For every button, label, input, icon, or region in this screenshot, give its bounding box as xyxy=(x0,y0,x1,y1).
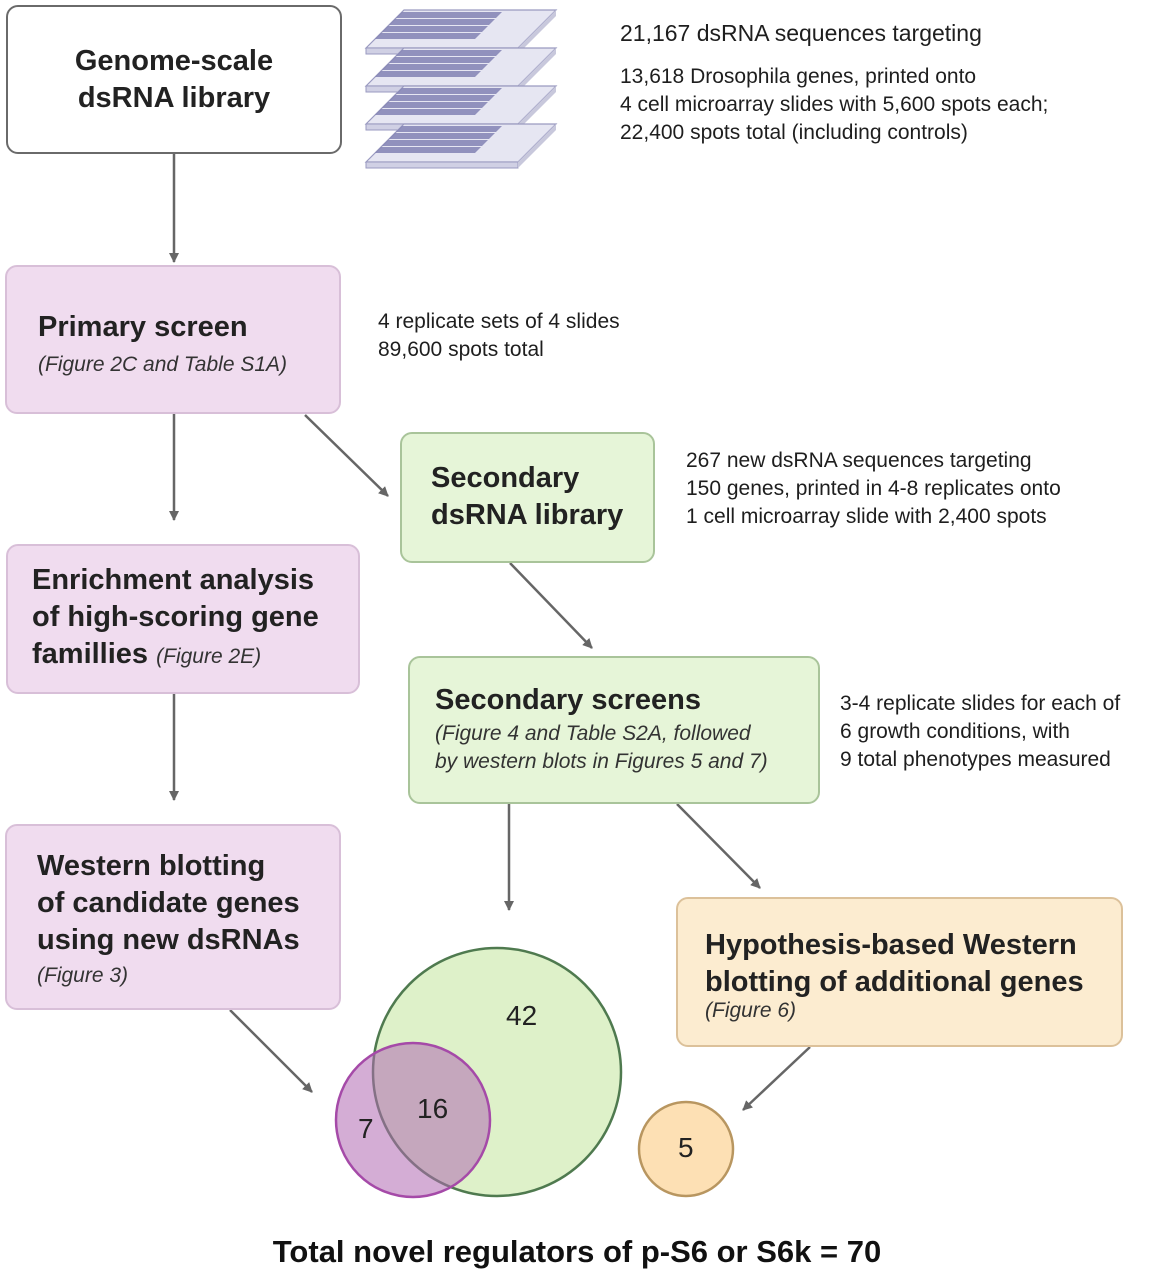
secondary-screens-box: Secondary screens (Figure 4 and Table S2… xyxy=(408,656,820,804)
total-regulators-summary: Total novel regulators of p-S6 or S6k = … xyxy=(272,1234,882,1269)
hypothesis-box: Hypothesis-based Western blotting of add… xyxy=(676,897,1123,1047)
secondary-library-note-line3: 1 cell microarray slide with 2,400 spots xyxy=(686,505,1047,528)
primary-screen-title: Primary screen xyxy=(38,311,248,343)
library-title-line1: Genome-scale xyxy=(74,45,274,77)
library-note-line4: 22,400 spots total (including controls) xyxy=(620,121,968,144)
library-note-line3: 4 cell microarray slides with 5,600 spot… xyxy=(620,93,1049,116)
secondary-screens-ref-line2: by western blots in Figures 5 and 7) xyxy=(435,750,768,773)
venn-overlap-count: 16 xyxy=(417,1093,449,1124)
arrow-screens-to-hypothesis xyxy=(676,803,761,889)
library-note-block: 13,618 Drosophila genes, printed onto 4 … xyxy=(620,63,1048,147)
secondary-library-note-line2: 150 genes, printed in 4-8 replicates ont… xyxy=(686,477,1061,500)
primary-screen-box: Primary screen (Figure 2C and Table S1A) xyxy=(5,265,341,414)
enrichment-box: Enrichment analysis of high-scoring gene… xyxy=(6,544,360,694)
western-title-line2: of candidate genes xyxy=(37,887,300,919)
arrow-western-to-venn xyxy=(229,1009,313,1093)
primary-screen-ref: (Figure 2C and Table S1A) xyxy=(38,353,288,376)
secondary-screens-title: Secondary screens xyxy=(435,684,701,716)
hypothesis-title-line1: Hypothesis-based Western xyxy=(705,929,1077,961)
western-box: Western blotting of candidate genes usin… xyxy=(5,824,341,1010)
hypothesis-ref: (Figure 6) xyxy=(705,999,797,1022)
hypothesis-title-line2: blotting of additional genes xyxy=(705,966,1084,998)
secondary-screens-note-block: 3-4 replicate slides for each of 6 growt… xyxy=(840,690,1120,774)
secondary-library-title-line2: dsRNA library xyxy=(431,499,624,531)
arrow-primary-to-secondary-library xyxy=(304,414,389,497)
primary-note-line2: 89,600 spots total xyxy=(378,338,544,361)
secondary-screens-note-line3: 9 total phenotypes measured xyxy=(840,748,1111,771)
primary-note-line1: 4 replicate sets of 4 slides xyxy=(378,310,620,333)
library-note-line2: 13,618 Drosophila genes, printed onto xyxy=(620,65,977,88)
secondary-library-note-line1: 267 new dsRNA sequences targeting xyxy=(686,449,1032,472)
venn-secondary-only-count: 42 xyxy=(506,1000,538,1031)
secondary-library-box: Secondary dsRNA library xyxy=(400,432,655,563)
library-note-line1: 21,167 dsRNA sequences targeting xyxy=(620,20,982,46)
secondary-screens-ref-line1: (Figure 4 and Table S2A, followed xyxy=(435,722,751,745)
enrichment-title-line1: Enrichment analysis xyxy=(32,564,315,596)
enrichment-ref: (Figure 2E) xyxy=(156,645,262,668)
arrow-hypothesis-to-five xyxy=(742,1046,811,1111)
western-title-line3: using new dsRNAs xyxy=(37,924,300,956)
western-ref: (Figure 3) xyxy=(37,964,129,987)
venn-western-only-count: 7 xyxy=(358,1113,374,1144)
secondary-screens-note-line2: 6 growth conditions, with xyxy=(840,720,1070,743)
secondary-library-note-block: 267 new dsRNA sequences targeting 150 ge… xyxy=(686,447,1061,531)
secondary-screens-note-line1: 3-4 replicate slides for each of xyxy=(840,692,1121,715)
primary-note-block: 4 replicate sets of 4 slides 89,600 spot… xyxy=(378,308,620,364)
arrow-secondary-library-to-screens xyxy=(509,562,593,649)
venn-hypothesis-only-count: 5 xyxy=(678,1132,694,1163)
enrichment-title-line2: of high-scoring gene xyxy=(32,601,319,633)
library-box: Genome-scale dsRNA library xyxy=(6,5,342,154)
enrichment-title-line3: famillies xyxy=(32,638,149,670)
western-title-line1: Western blotting xyxy=(37,850,266,882)
library-title-line2: dsRNA library xyxy=(77,82,271,114)
microarray-slides-icon xyxy=(364,9,558,169)
secondary-library-title-line1: Secondary xyxy=(431,462,580,494)
venn-circle-secondary xyxy=(371,946,623,1198)
